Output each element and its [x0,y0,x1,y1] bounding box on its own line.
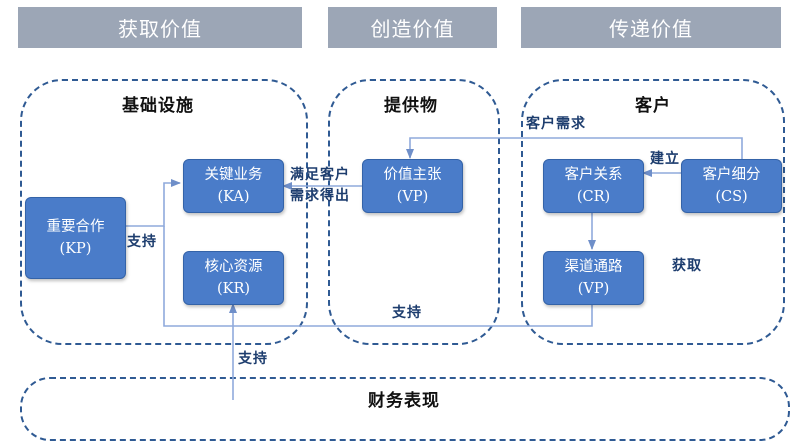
customer-relationships-box[interactable]: 客户关系 (CR) [543,159,644,213]
key-activities-name: 关键业务 [204,167,263,183]
key-partners-box[interactable]: 重要合作 (KP) [25,197,126,279]
customer-relationships-name: 客户关系 [564,167,623,183]
zone-customer [521,79,785,345]
key-partners-name: 重要合作 [46,219,105,235]
value-proposition-box[interactable]: 价值主张 (VP) [362,159,463,213]
customer-segments-name: 客户细分 [702,167,761,183]
channels-code: (VP) [577,281,610,297]
customer-segments-box[interactable]: 客户细分 (CS) [681,159,782,213]
header-capture-value: 获取价值 [18,7,302,48]
arrow-bottom-support [163,226,593,327]
arrow-kp-to-ka [125,179,181,227]
key-activities-code: (KA) [217,189,250,205]
channels-name: 渠道通路 [564,259,623,275]
value-proposition-code: (VP) [396,189,429,205]
customer-relationships-code: (CR) [576,189,611,205]
zone-title-offering: 提供物 [384,96,438,116]
key-resources-box[interactable]: 核心资源 (KR) [183,251,284,305]
label-support-bottom: 支持 [392,305,422,321]
key-activities-box[interactable]: 关键业务 (KA) [183,159,284,213]
key-partners-code: (KP) [59,241,92,257]
connector-lines [125,137,743,400]
zone-title-customer: 客户 [635,96,671,116]
label-support-kp: 支持 [127,234,157,250]
zone-offering [328,79,500,345]
label-satisfy-line2: 需求得出 [290,188,350,204]
key-resources-code: (KR) [216,281,251,297]
customer-segments-code: (CS) [715,189,748,205]
zone-infrastructure [20,79,308,345]
label-acquire: 获取 [672,258,702,274]
label-support-finance: 支持 [238,351,268,367]
label-build: 建立 [650,151,680,167]
value-proposition-name: 价值主张 [383,167,442,183]
channels-box[interactable]: 渠道通路 (VP) [543,251,644,305]
arrow-cs-to-vp [406,137,743,160]
label-satisfy-line1: 满足客户 [290,167,350,183]
key-resources-name: 核心资源 [204,259,263,275]
header-deliver-value: 传递价值 [521,7,781,48]
label-customer-needs: 客户需求 [526,116,586,132]
zone-title-infrastructure: 基础设施 [122,96,194,116]
header-create-value: 创造价值 [328,7,497,48]
